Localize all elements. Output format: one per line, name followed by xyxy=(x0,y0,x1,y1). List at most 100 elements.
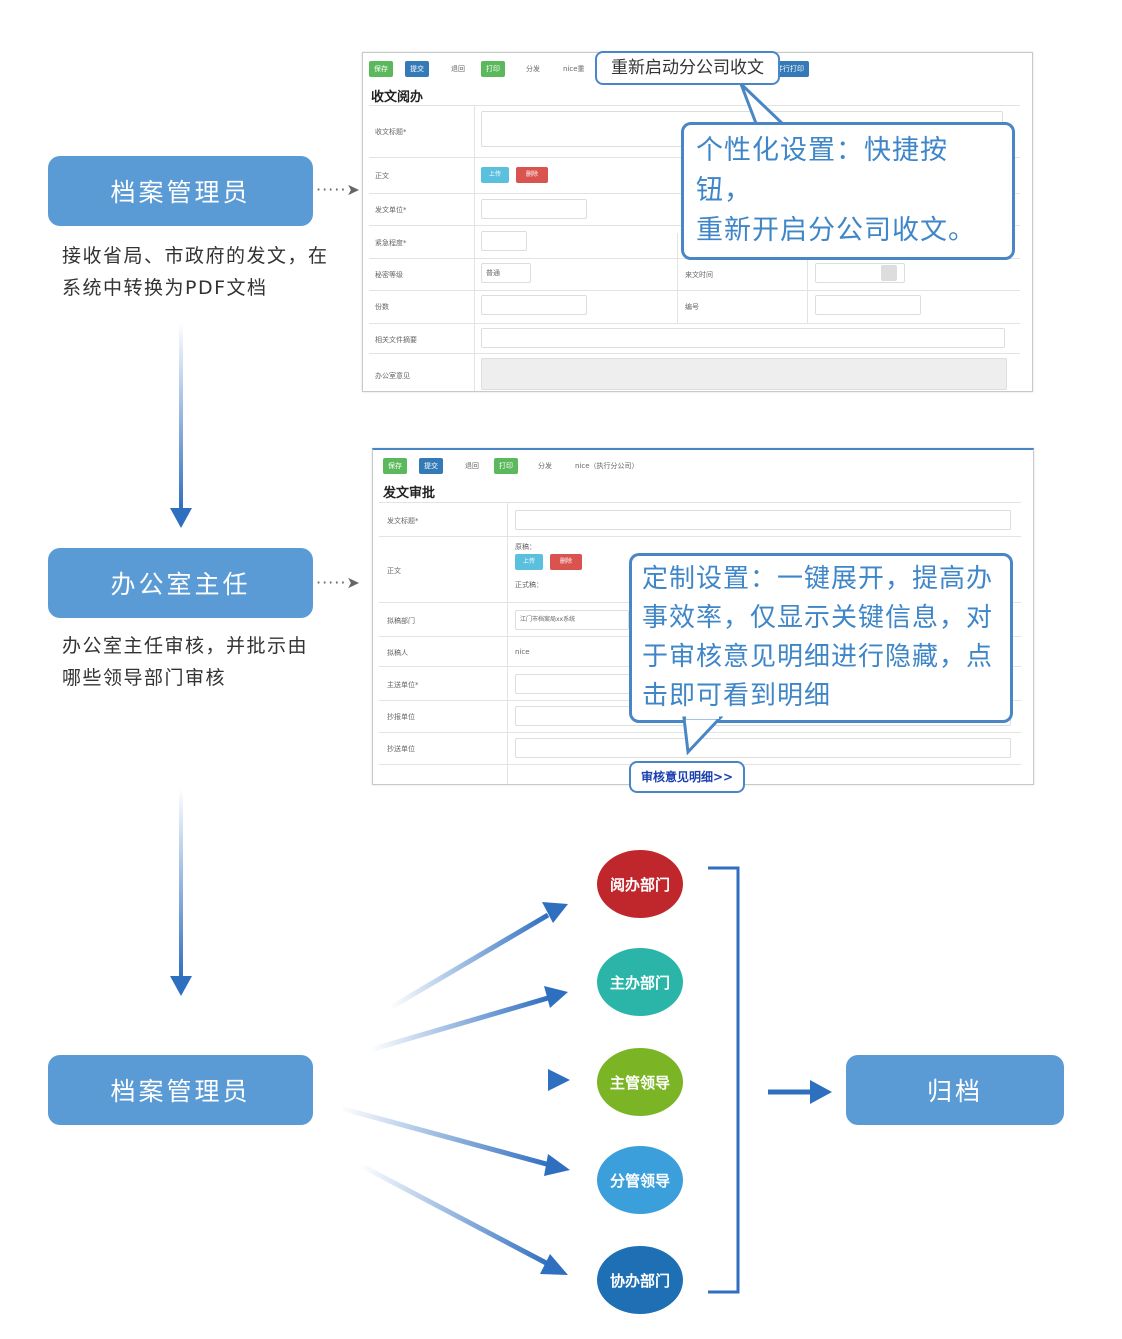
save-button[interactable]: 保存 xyxy=(383,458,407,474)
submit-button[interactable]: 提交 xyxy=(419,458,443,474)
field-label: 办公室意见 xyxy=(375,372,410,380)
form-title: 发文审批 xyxy=(383,486,436,501)
field-label: 拟稿部门 xyxy=(387,617,415,625)
archive-label: 归档 xyxy=(926,1077,983,1106)
field-label: 发文标题* xyxy=(387,517,419,525)
field-label: 秘密等级 xyxy=(375,271,403,279)
callout-line: 于审核意见明细进行隐藏，点 xyxy=(642,642,994,672)
node-supervising-leader: 主管领导 xyxy=(597,1048,683,1116)
director-description: 办公室主任审核，并批示由 哪些领导部门审核 xyxy=(62,630,308,694)
node-label: 分管领导 xyxy=(609,1171,670,1190)
dispatch-title-input[interactable] xyxy=(515,510,1011,530)
callout-line: 定制设置：一键展开，提高办 xyxy=(642,564,994,594)
field-label: 收文标题* xyxy=(375,128,407,136)
flow-line-2 xyxy=(179,788,183,978)
archivist-description: 接收省局、市政府的发文，在 系统中转换为PDF文档 xyxy=(62,240,329,304)
draft-label: 原稿： xyxy=(515,543,536,551)
role-label: 办公室主任 xyxy=(110,570,251,599)
office-director-box: 办公室主任 xyxy=(48,548,313,618)
field-label: 主送单位* xyxy=(387,681,419,689)
callout-line: 重新开启分公司收文。 xyxy=(696,215,976,246)
form-row xyxy=(369,323,1020,324)
callout-line: 事效率，仅显示关键信息，对 xyxy=(642,603,994,633)
field-label: 份数 xyxy=(375,303,389,311)
return-button[interactable]: 退回 xyxy=(451,65,465,73)
role-label: 档案管理员 xyxy=(110,178,251,207)
office-opinion-textarea[interactable] xyxy=(481,358,1007,390)
restart-receive-pill: 重新启动分公司收文 xyxy=(595,51,780,85)
parallel-print-button[interactable]: 并行打印 xyxy=(771,61,809,77)
cc-send-input[interactable] xyxy=(515,738,1011,758)
role-label: 档案管理员 xyxy=(110,1077,251,1106)
personalization-callout: 个性化设置：快捷按钮， 重新开启分公司收文。 xyxy=(681,122,1015,260)
field-label: 紧急程度* xyxy=(375,239,407,247)
connector-dots-2: ·····➤ xyxy=(316,573,361,592)
serial-input[interactable] xyxy=(815,295,921,315)
callout-line: 击即可看到明细 xyxy=(642,681,832,711)
field-label: 相关文件摘要 xyxy=(375,336,417,344)
distribute-button[interactable]: 分发 xyxy=(526,65,540,73)
column-divider xyxy=(474,105,475,391)
delete-button[interactable]: 删除 xyxy=(516,167,548,183)
desc-line: 系统中转换为PDF文档 xyxy=(62,277,268,299)
flow-line-1 xyxy=(179,322,183,510)
node-host-dept: 主办部门 xyxy=(597,948,683,1016)
node-assisting-dept: 协办部门 xyxy=(597,1246,683,1314)
form-row xyxy=(369,353,1020,354)
field-label: 编号 xyxy=(685,303,699,311)
field-label: 抄报单位 xyxy=(387,713,415,721)
callout-line: 个性化设置：快捷按钮， xyxy=(696,135,948,206)
node-label: 协办部门 xyxy=(609,1271,670,1290)
archivist-bottom-box: 档案管理员 xyxy=(48,1055,313,1125)
form-row xyxy=(369,105,1020,106)
form-row xyxy=(379,502,1021,503)
column-divider xyxy=(507,502,508,784)
column-divider xyxy=(677,233,678,323)
node-reading-dept: 阅办部门 xyxy=(597,850,683,918)
node-subordinate-leader: 分管领导 xyxy=(597,1146,683,1214)
save-button[interactable]: 保存 xyxy=(369,61,393,77)
field-label: 拟稿人 xyxy=(387,649,408,657)
return-button[interactable]: 退回 xyxy=(465,462,479,470)
flow-arrowhead-2 xyxy=(170,976,192,996)
archivist-top-box: 档案管理员 xyxy=(48,156,313,226)
node-label: 主管领导 xyxy=(609,1073,670,1092)
print-button[interactable]: 打印 xyxy=(494,458,518,474)
field-label: 正文 xyxy=(387,567,401,575)
copies-input[interactable] xyxy=(481,295,587,315)
desc-line: 哪些领导部门审核 xyxy=(62,667,227,689)
form-row xyxy=(369,290,1020,291)
connector-dots-1: ·····➤ xyxy=(316,180,361,199)
field-label: 抄送单位 xyxy=(387,745,415,753)
submit-button[interactable]: 提交 xyxy=(405,61,429,77)
print-button[interactable]: 打印 xyxy=(481,61,505,77)
node-label: 阅办部门 xyxy=(609,875,670,894)
delete-button[interactable]: 删除 xyxy=(550,554,582,570)
calendar-icon[interactable] xyxy=(881,265,897,281)
upload-button[interactable]: 上传 xyxy=(515,554,543,570)
archive-box: 归档 xyxy=(846,1055,1064,1125)
bracket-and-arrow xyxy=(708,866,832,1294)
node-label: 主办部门 xyxy=(609,973,670,992)
flow-arrowhead-1 xyxy=(170,508,192,528)
final-label: 正式稿： xyxy=(515,581,543,589)
dept-select[interactable]: 江门市档案局xx系统 xyxy=(515,610,629,630)
form-row xyxy=(379,536,1021,537)
customization-callout: 定制设置：一键展开，提高办 事效率，仅显示关键信息，对 于审核意见明细进行隐藏，… xyxy=(629,553,1013,723)
sender-input[interactable] xyxy=(481,199,587,219)
distribute-button[interactable]: 分发 xyxy=(538,462,552,470)
field-label: 正文 xyxy=(375,172,389,180)
field-label: 发文单位* xyxy=(375,206,407,214)
form-title: 收文阅办 xyxy=(371,90,424,105)
column-divider xyxy=(807,233,808,323)
nice-branch-label: nice（执行分公司） xyxy=(575,462,639,470)
audit-detail-link[interactable]: 审核意见明细>> xyxy=(629,761,746,793)
summary-input[interactable] xyxy=(481,328,1005,348)
distribution-arrows xyxy=(325,902,570,1275)
field-label: 来文时间 xyxy=(685,271,713,279)
desc-line: 办公室主任审核，并批示由 xyxy=(62,635,309,657)
urgency-select[interactable] xyxy=(481,231,527,251)
upload-button[interactable]: 上传 xyxy=(481,167,509,183)
nice-button[interactable]: nice重 xyxy=(563,65,585,73)
secrecy-select[interactable]: 普通 xyxy=(481,263,531,283)
